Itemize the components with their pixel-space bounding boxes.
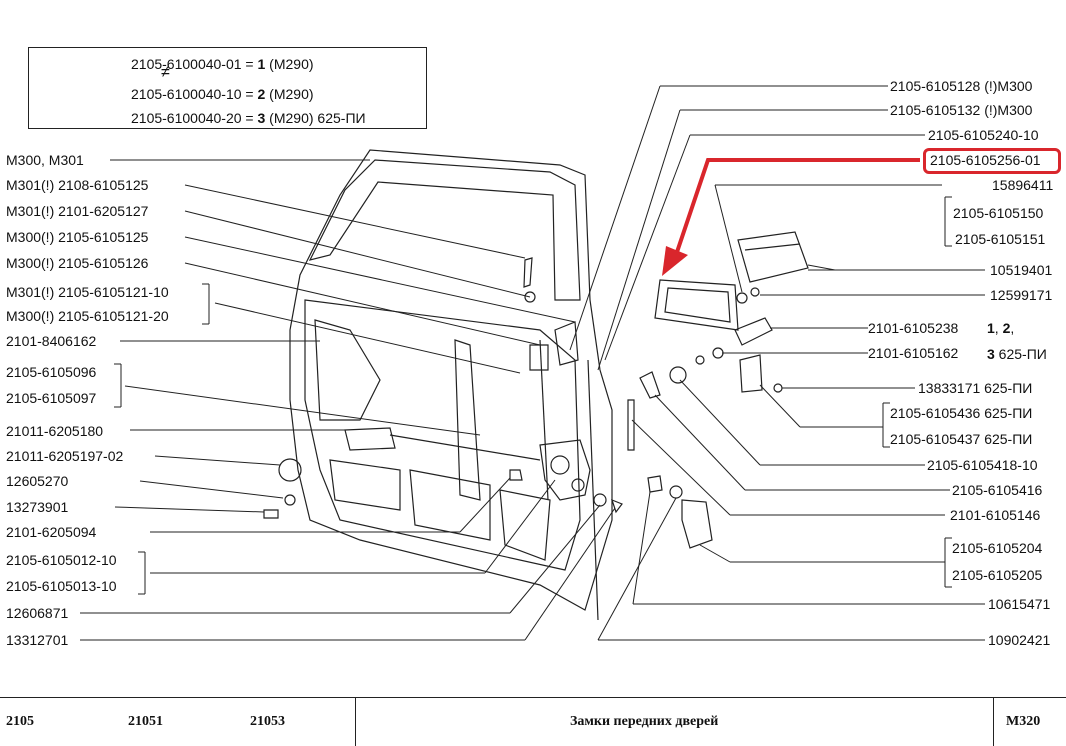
highlight-box xyxy=(923,148,1061,174)
part-label: 21011-6205180 xyxy=(6,423,104,439)
window-frame xyxy=(308,159,581,301)
part-label: 10615471 xyxy=(988,596,1051,612)
part-label: 2105-6105097 xyxy=(6,390,97,406)
part-label: M301(!) 2105-6105121-10 xyxy=(6,284,169,300)
part-label: 2101-6105146 xyxy=(950,507,1041,523)
part-label: 12606871 xyxy=(6,605,69,621)
part-label: M301(!) 2101-6205127 xyxy=(6,203,149,219)
part-label: 10902421 xyxy=(988,632,1051,648)
part-label: 12605270 xyxy=(6,473,69,489)
part-label: 13833171 625-ПИ xyxy=(918,380,1033,396)
highlight-arrow xyxy=(673,158,920,259)
outer-handle xyxy=(737,231,809,283)
part-label: M301(!) 2108-6105125 xyxy=(6,177,149,193)
door-inner-panel xyxy=(304,299,581,571)
part-label: 2101-6205094 xyxy=(6,524,97,540)
variant-note-1-2: 1, 2, xyxy=(987,320,1015,336)
part-label: 13312701 xyxy=(6,632,69,648)
variants-note-box: 2105-6100040-01 = 1 (M290) ≠ 2105-610004… xyxy=(28,47,427,129)
part-label: 2101-6105162 xyxy=(868,345,959,361)
highlight-arrowhead xyxy=(662,246,688,276)
part-label: 2105-6105128 (!)M300 xyxy=(890,78,1033,94)
part-label: 2105-6105151 xyxy=(955,231,1046,247)
highlighted-part-label: 2105-6105256-01 xyxy=(930,152,1041,168)
footer-divider xyxy=(355,698,356,746)
part-label: 2101-8406162 xyxy=(6,333,97,349)
part-label: 2105-6105150 xyxy=(953,205,1044,221)
not-equal-sign: ≠ xyxy=(161,64,170,81)
part-label: 15896411 xyxy=(992,177,1054,193)
part-label: 2105-6105205 xyxy=(952,567,1043,583)
part-label: 2105-6105416 xyxy=(952,482,1043,498)
footer-divider xyxy=(993,698,994,746)
part-label: 2105-6105437 625-ПИ xyxy=(890,431,1033,447)
variant-note-3: 3 625-ПИ xyxy=(987,346,1047,362)
part-label: 2101-6105238 xyxy=(868,320,959,336)
part-label: M300, M301 xyxy=(6,152,84,168)
page-title: Замки передних дверей xyxy=(570,714,719,729)
part-label: M300(!) 2105-6105121-20 xyxy=(6,308,169,324)
part-label: M300(!) 2105-6105126 xyxy=(6,255,149,271)
part-label: 13273901 xyxy=(6,499,69,515)
handle-gasket xyxy=(654,279,739,331)
model-2105: 2105 xyxy=(6,714,34,729)
variant-line-2: 2105-6100040-10 = 2 (M290) xyxy=(131,86,314,102)
part-label: M300(!) 2105-6105125 xyxy=(6,229,149,245)
part-label: 2105-6105418-10 xyxy=(927,457,1038,473)
page-code: M320 xyxy=(1006,714,1041,729)
part-label: 2105-6105096 xyxy=(6,364,97,380)
part-label: 21011-6205197-02 xyxy=(6,448,124,464)
model-21053: 21053 xyxy=(250,714,285,729)
variant-line-1: 2105-6100040-01 = 1 (M290) xyxy=(131,56,314,72)
lock-body xyxy=(539,439,591,501)
part-label: 10519401 xyxy=(990,262,1053,278)
part-label: 2105-6105012-10 xyxy=(6,552,117,568)
door-frame xyxy=(289,149,613,611)
part-label: 2105-6105436 625-ПИ xyxy=(890,405,1033,421)
part-label: 2105-6105013-10 xyxy=(6,578,117,594)
model-21051: 21051 xyxy=(128,714,163,729)
page-footer: 2105 21051 21053 Замки передних дверей M… xyxy=(0,697,1066,746)
part-label: 2105-6105132 (!)M300 xyxy=(890,102,1033,118)
striker-plate xyxy=(681,499,713,549)
variant-line-3: 2105-6100040-20 = 3 (M290) 625-ПИ xyxy=(131,110,366,126)
part-label: 2105-6105204 xyxy=(952,540,1043,556)
part-label: 2105-6105240-10 xyxy=(928,127,1039,143)
part-label: 12599171 xyxy=(990,287,1053,303)
